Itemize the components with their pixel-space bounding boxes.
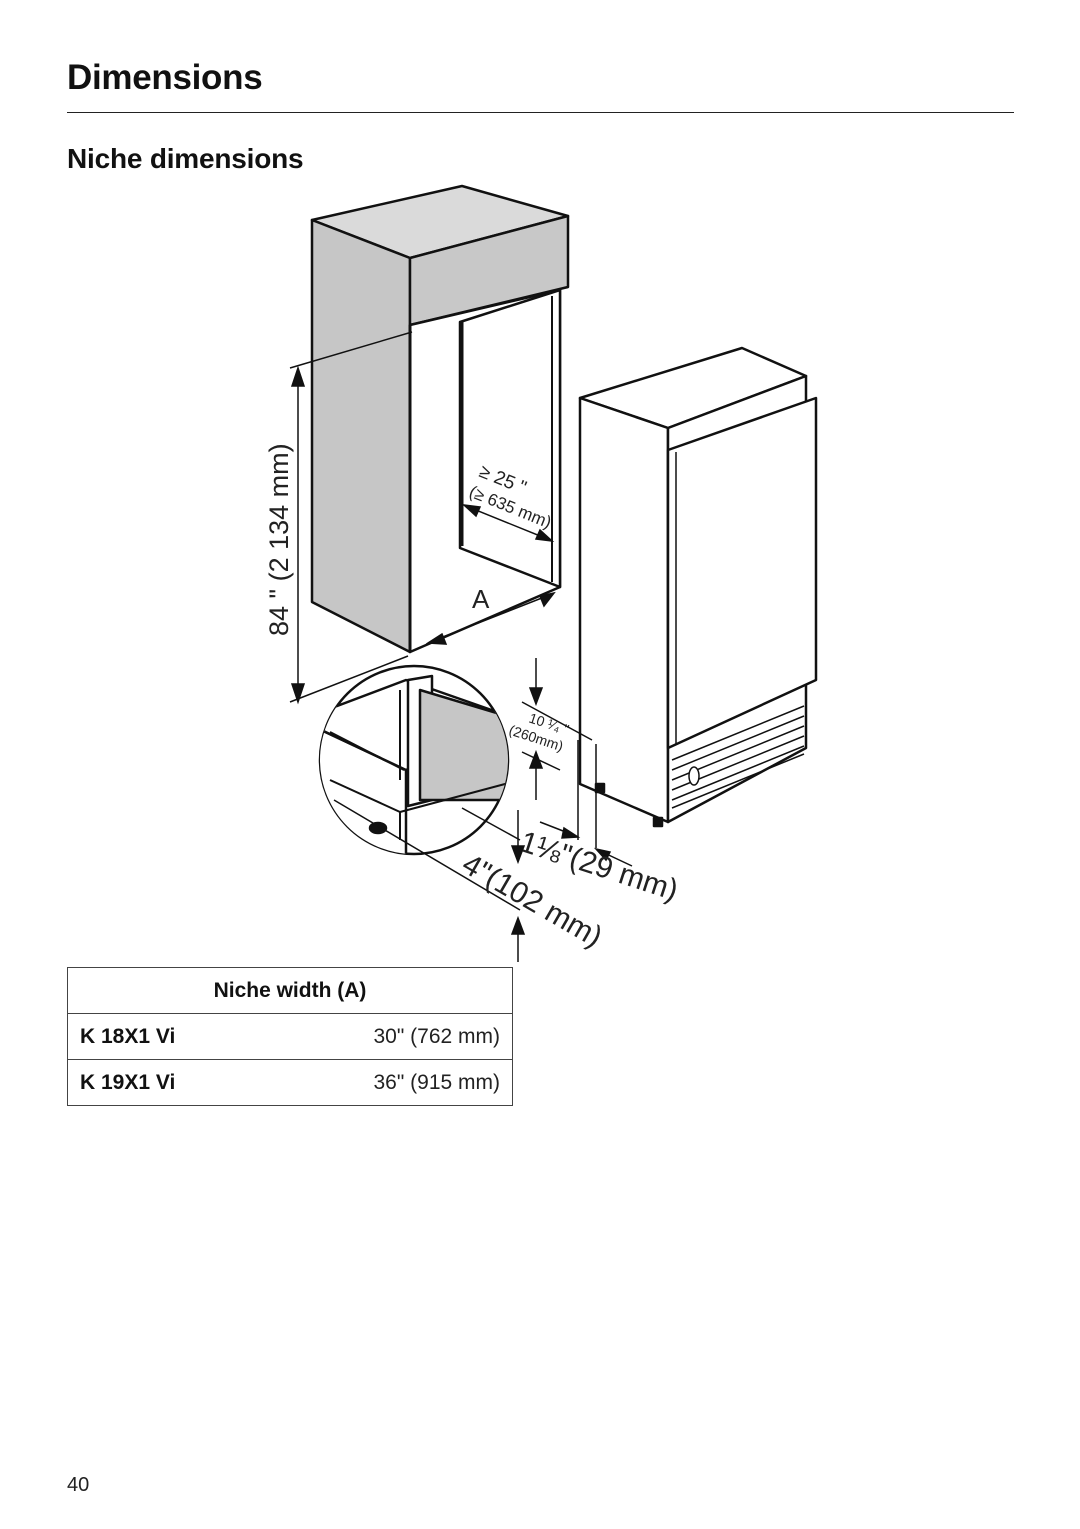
depth-dimension — [461, 503, 555, 543]
refrigerator — [578, 346, 818, 828]
niche-dimensions-diagram: 84 " (2 134 mm) ≥ 25 " (≥ 635 mm) A — [264, 184, 818, 962]
height-label: 84 " (2 134 mm) — [264, 443, 294, 636]
cabinet-niche — [310, 184, 570, 654]
table-header-row: Niche width (A) — [67, 967, 513, 1014]
niche-width-table: Niche width (A) K 18X1 Vi 30" (762 mm) K… — [67, 967, 514, 1106]
section-title: Niche dimensions — [67, 143, 304, 174]
table-row: K 18X1 Vi 30" (762 mm) — [67, 1013, 514, 1060]
gap-dimension — [521, 658, 593, 800]
width-cell: 30" (762 mm) — [264, 1013, 514, 1060]
base-detail-circle — [318, 664, 510, 856]
page-title: Dimensions — [67, 58, 263, 97]
setback-dimension — [539, 740, 633, 867]
base-height-dimension — [333, 799, 526, 962]
page-number: 40 — [67, 1474, 90, 1496]
model-cell: K 18X1 Vi — [67, 1013, 265, 1060]
model-cell: K 19X1 Vi — [67, 1059, 265, 1106]
table-row: K 19X1 Vi 36" (915 mm) — [67, 1059, 514, 1106]
title-rule — [67, 112, 1014, 113]
width-cell: 36" (915 mm) — [264, 1059, 514, 1106]
height-dimension — [289, 331, 413, 705]
table-header: Niche width (A) — [67, 967, 513, 1014]
niche-width-marker: A — [472, 584, 490, 614]
niche-width-dimension — [425, 591, 556, 645]
